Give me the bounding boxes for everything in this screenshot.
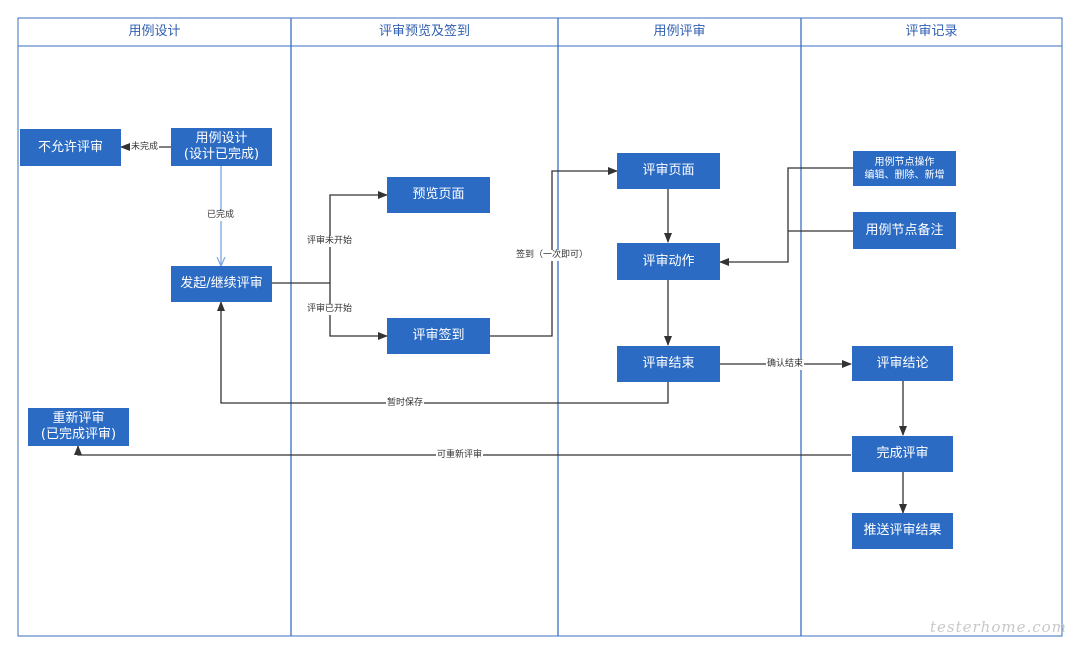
node-review-end: 评审结束 xyxy=(617,346,720,382)
swimlanes xyxy=(17,17,1063,637)
edge-label-can-rereview: 可重新评审 xyxy=(436,450,484,461)
node-review-conclusion: 评审结论 xyxy=(852,346,953,381)
node-preview-page: 预览页面 xyxy=(387,177,490,213)
node-label: 不允许评审 xyxy=(37,139,103,155)
edges xyxy=(74,143,907,514)
node-label: 用例节点备注 xyxy=(865,222,944,238)
node-sublabel: (设计已完成) xyxy=(183,147,260,162)
node-start-review: 发起/继续评审 xyxy=(171,266,272,302)
node-case-design: 用例设计 (设计已完成) xyxy=(171,128,272,166)
node-not-allowed-review: 不允许评审 xyxy=(20,129,121,166)
watermark: testerhome.com xyxy=(930,618,1067,636)
node-label: 用例设计 xyxy=(195,131,248,146)
node-label: 评审结束 xyxy=(642,356,695,371)
node-review-page: 评审页面 xyxy=(617,153,720,189)
node-label: 评审结论 xyxy=(876,355,929,371)
node-rereview: 重新评审 (已完成评审) xyxy=(28,408,129,446)
edge-label-started: 评审已开始 xyxy=(306,304,354,315)
node-review-signin: 评审签到 xyxy=(387,318,490,354)
node-label: 推送评审结果 xyxy=(863,523,942,538)
edge-node-ops xyxy=(719,167,853,266)
node-label: 完成评审 xyxy=(876,446,929,461)
node-case-node-remark: 用例节点备注 xyxy=(853,212,956,249)
node-label: 用例节点操作 xyxy=(874,156,935,168)
lane-title-case-design: 用例设计 xyxy=(128,24,181,39)
lane-title-review-record: 评审记录 xyxy=(905,24,958,39)
edge-label-done: 已完成 xyxy=(206,210,236,221)
lane-title-preview-signin: 评审预览及签到 xyxy=(378,24,470,39)
node-label: 评审动作 xyxy=(642,253,695,269)
node-label: 重新评审 xyxy=(52,411,105,426)
node-sublabel: 编辑、删除、新增 xyxy=(864,169,945,181)
node-label: 预览页面 xyxy=(412,187,465,202)
node-case-node-ops: 用例节点操作 编辑、删除、新增 xyxy=(853,151,956,186)
edge-label-temp-save: 暂时保存 xyxy=(386,398,425,409)
node-review-action: 评审动作 xyxy=(617,243,720,280)
node-sublabel: (已完成评审) xyxy=(40,427,117,442)
edge-can-rereview xyxy=(74,445,851,456)
node-label: 发起/继续评审 xyxy=(180,276,263,291)
edge-label-not-started: 评审未开始 xyxy=(306,236,354,247)
node-push-result: 推送评审结果 xyxy=(852,513,953,549)
edge-to-signin xyxy=(329,283,388,340)
lane-title-case-review: 用例评审 xyxy=(653,24,706,39)
edge-label-not-done: 未完成 xyxy=(130,142,160,153)
node-label: 评审页面 xyxy=(642,163,695,178)
edge-temp-save xyxy=(217,301,669,404)
edge-label-confirm-end: 确认结束 xyxy=(766,359,805,370)
node-complete-review: 完成评审 xyxy=(852,436,953,472)
node-label: 评审签到 xyxy=(412,328,465,343)
edge-label-signin-once: 签到（一次即可） xyxy=(515,250,590,261)
